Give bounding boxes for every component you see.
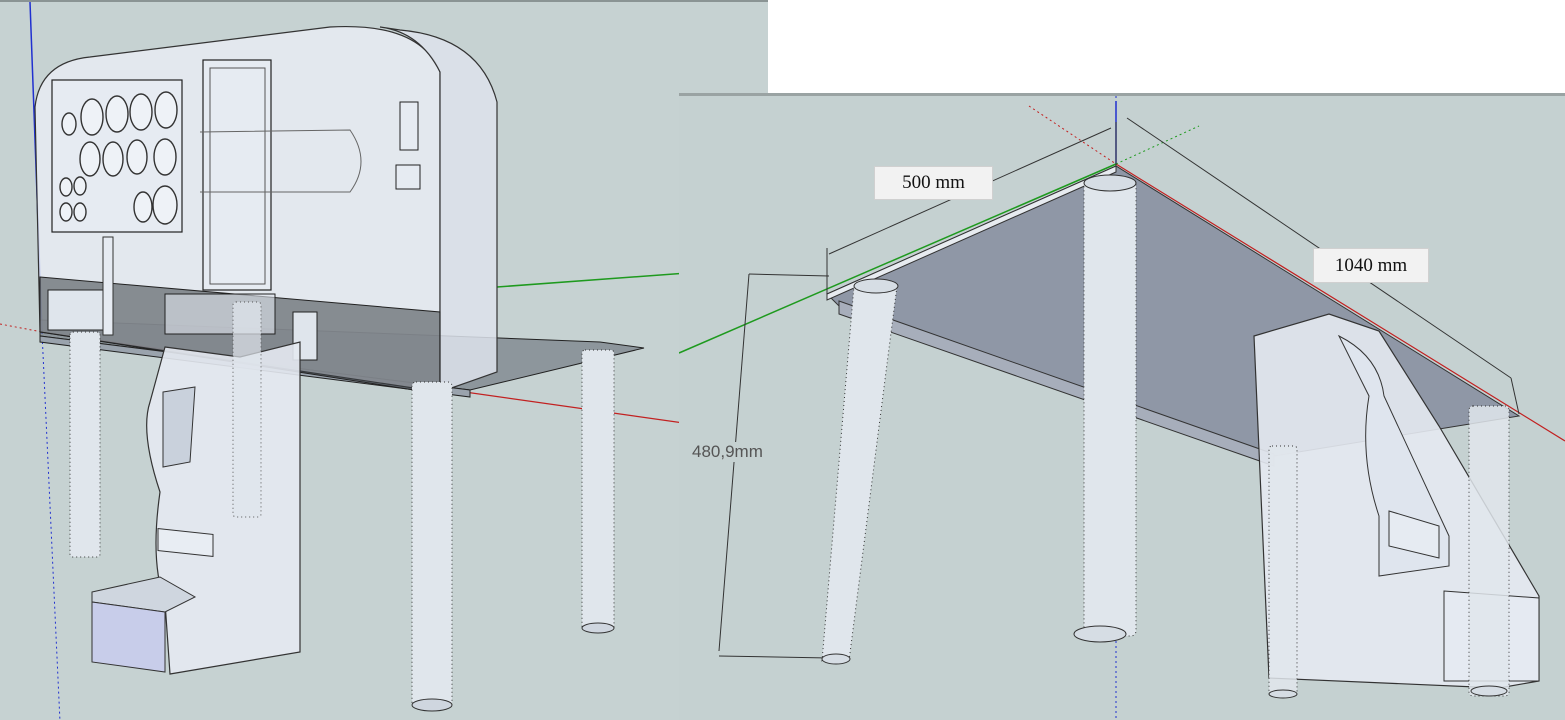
side-switch-box xyxy=(395,164,421,190)
red-axis-line xyxy=(1115,163,1565,442)
blue-axis-dotted xyxy=(41,331,61,720)
left-3d-viewport[interactable] xyxy=(0,0,768,720)
dimension-width-label: 500 mm xyxy=(874,166,993,200)
footrest-front xyxy=(91,601,166,673)
side-switch-panel xyxy=(399,101,419,151)
pedestal-slot-1 xyxy=(157,528,214,557)
instrument-gauge-icon xyxy=(105,95,129,133)
lower-cutout-1 xyxy=(47,289,104,331)
leg-foot xyxy=(1268,689,1298,699)
right-3d-viewport[interactable] xyxy=(679,93,1565,720)
instrument-gauge-icon xyxy=(59,177,73,197)
pedestal-inner xyxy=(1337,334,1450,577)
red-axis-dotted xyxy=(0,323,43,333)
leg-cap xyxy=(853,278,899,294)
pedestal-slot xyxy=(1388,510,1440,559)
instrument-gauge-icon xyxy=(153,138,177,176)
pedestal-screen xyxy=(162,386,196,468)
instrument-gauge-icon xyxy=(154,91,178,129)
leg-foot xyxy=(821,653,851,665)
table-leg-icon xyxy=(1468,405,1510,697)
instrument-gauge-icon xyxy=(73,202,87,222)
table-leg-icon xyxy=(232,301,262,518)
green-axis-dotted xyxy=(1115,125,1200,165)
instrument-gauge-icon xyxy=(133,191,153,223)
cockpit-side-panel xyxy=(379,26,498,393)
center-window xyxy=(202,59,272,291)
center-window-inner xyxy=(209,67,266,285)
leg-foot xyxy=(1470,685,1508,697)
table-leg-icon xyxy=(411,381,453,708)
instrument-gauge-icon xyxy=(61,112,77,136)
instrument-gauge-icon xyxy=(152,185,178,225)
green-axis-line xyxy=(679,163,1117,354)
instrument-gauge-icon xyxy=(126,139,148,175)
table-leg-icon xyxy=(581,349,615,631)
leg-foot xyxy=(411,698,453,712)
instrument-gauge-icon xyxy=(102,141,124,177)
instrument-gauge-icon xyxy=(80,98,104,136)
table-legs xyxy=(69,301,615,712)
instrument-gauge-icon xyxy=(79,141,101,177)
instrument-gauge-icon xyxy=(59,202,73,222)
table-legs xyxy=(821,174,1137,665)
leg-cap xyxy=(1083,174,1137,192)
dimension-length-label: 1040 mm xyxy=(1313,248,1429,283)
instrument-gauges xyxy=(59,91,178,225)
instrument-gauge-icon xyxy=(129,93,153,131)
leg-foot xyxy=(581,622,615,634)
red-axis-dotted xyxy=(1028,105,1117,165)
left-model-svg xyxy=(0,2,768,720)
throttle-tube xyxy=(199,129,362,193)
table-edge-side xyxy=(826,165,1117,301)
table-leg-icon xyxy=(1268,445,1298,695)
instrument-gauge-icon xyxy=(73,176,87,196)
leg-foot xyxy=(1073,625,1127,643)
table-leg-icon xyxy=(1083,180,1137,637)
table-leg-icon xyxy=(69,331,101,558)
table-leg-icon xyxy=(821,285,898,662)
right-model-svg xyxy=(679,96,1565,720)
control-stick xyxy=(102,236,114,336)
dimension-height-label: 480,9mm xyxy=(690,442,765,462)
footrest-top xyxy=(91,576,197,613)
